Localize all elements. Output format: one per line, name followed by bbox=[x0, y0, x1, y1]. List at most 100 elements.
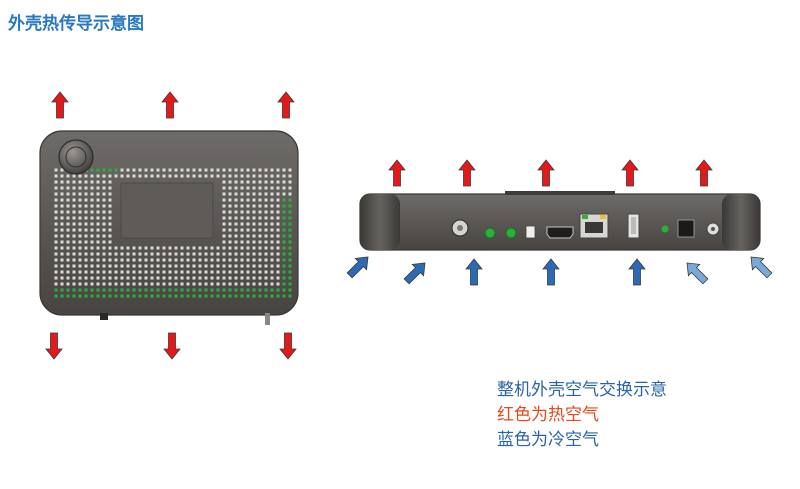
vent-hole bbox=[264, 216, 268, 220]
vent-hole bbox=[96, 192, 100, 196]
vent-hole bbox=[90, 210, 94, 214]
vent-hole bbox=[102, 222, 106, 226]
blue-arrow-icon bbox=[686, 262, 709, 285]
side-cap-right bbox=[722, 194, 760, 250]
vent-hole bbox=[240, 246, 244, 250]
vent-hole bbox=[270, 222, 274, 226]
vent-hole bbox=[264, 210, 268, 214]
vent-hole bbox=[84, 264, 88, 268]
vent-hole bbox=[60, 180, 64, 184]
vent-hole bbox=[60, 234, 64, 238]
vent-hole bbox=[270, 228, 274, 232]
vent-hole bbox=[234, 276, 238, 280]
vent-hole bbox=[192, 282, 196, 286]
vent-hole bbox=[108, 204, 112, 208]
vent-hole bbox=[228, 174, 232, 178]
vent-hole-green bbox=[234, 294, 238, 298]
vent-hole bbox=[192, 252, 196, 256]
vent-hole-green bbox=[114, 294, 118, 298]
vent-hole bbox=[114, 264, 118, 268]
vent-hole bbox=[66, 276, 70, 280]
vent-hole bbox=[72, 216, 76, 220]
vent-hole bbox=[96, 282, 100, 286]
vent-hole bbox=[54, 168, 58, 172]
vent-hole bbox=[138, 246, 142, 250]
av-jack-2 bbox=[505, 227, 517, 239]
vent-hole bbox=[138, 270, 142, 274]
red-up-arrow-icon bbox=[537, 159, 555, 187]
vent-hole-green bbox=[192, 294, 196, 298]
vent-hole bbox=[252, 264, 256, 268]
vent-hole bbox=[108, 240, 112, 244]
vent-hole bbox=[246, 240, 250, 244]
vent-hole bbox=[192, 276, 196, 280]
vent-hole bbox=[150, 168, 154, 172]
center-panel bbox=[120, 182, 214, 239]
vent-hole bbox=[54, 186, 58, 190]
vent-hole-green bbox=[246, 288, 250, 292]
vent-hole-green bbox=[282, 204, 286, 208]
vent-hole-green bbox=[90, 294, 94, 298]
vent-hole bbox=[174, 270, 178, 274]
vent-hole bbox=[228, 168, 232, 172]
vent-hole-green bbox=[270, 288, 274, 292]
vent-hole bbox=[108, 246, 112, 250]
vent-hole bbox=[174, 174, 178, 178]
vent-hole bbox=[84, 258, 88, 262]
vent-hole bbox=[270, 246, 274, 250]
vent-hole bbox=[108, 252, 112, 256]
button-port bbox=[525, 225, 536, 239]
vent-hole bbox=[270, 276, 274, 280]
vent-hole-green bbox=[252, 288, 256, 292]
vent-hole bbox=[210, 252, 214, 256]
vent-hole-green bbox=[174, 294, 178, 298]
vent-hole bbox=[60, 276, 64, 280]
vent-hole bbox=[102, 234, 106, 238]
vent-hole bbox=[240, 210, 244, 214]
vent-hole bbox=[246, 246, 250, 250]
vent-hole bbox=[162, 246, 166, 250]
vent-hole bbox=[180, 264, 184, 268]
vent-hole bbox=[234, 252, 238, 256]
vent-hole bbox=[90, 192, 94, 196]
vent-hole bbox=[228, 198, 232, 202]
vent-hole bbox=[60, 270, 64, 274]
vent-hole-green bbox=[66, 288, 70, 292]
vent-hole-green bbox=[282, 294, 286, 298]
vent-hole-green bbox=[282, 240, 286, 244]
vent-hole bbox=[138, 252, 142, 256]
vent-hole bbox=[192, 174, 196, 178]
vent-hole bbox=[54, 180, 58, 184]
ethernet-led-right bbox=[600, 215, 606, 219]
page-title: 外壳热传导示意图 bbox=[8, 14, 144, 34]
vent-hole bbox=[168, 168, 172, 172]
vent-hole bbox=[84, 252, 88, 256]
vent-hole bbox=[252, 240, 256, 244]
vent-hole bbox=[252, 198, 256, 202]
vent-hole-green bbox=[96, 294, 100, 298]
vent-hole-green bbox=[240, 294, 244, 298]
vent-hole bbox=[222, 168, 226, 172]
vent-hole bbox=[78, 234, 82, 238]
vent-hole bbox=[222, 180, 226, 184]
vent-hole bbox=[108, 258, 112, 262]
vent-hole-green bbox=[216, 288, 220, 292]
vent-hole-green bbox=[264, 294, 268, 298]
vent-hole bbox=[222, 264, 226, 268]
vent-hole bbox=[84, 240, 88, 244]
vent-hole bbox=[270, 252, 274, 256]
vent-hole bbox=[78, 252, 82, 256]
vent-hole-green bbox=[132, 294, 136, 298]
vent-hole bbox=[168, 282, 172, 286]
vent-hole bbox=[144, 282, 148, 286]
vent-hole bbox=[102, 240, 106, 244]
vent-hole bbox=[156, 252, 160, 256]
vent-hole-green bbox=[66, 294, 70, 298]
vent-hole bbox=[198, 282, 202, 286]
vent-hole bbox=[66, 258, 70, 262]
vent-hole bbox=[180, 282, 184, 286]
vent-hole bbox=[264, 174, 268, 178]
power-knob bbox=[58, 139, 94, 175]
vent-hole bbox=[108, 198, 112, 202]
vent-hole-green bbox=[150, 288, 154, 292]
